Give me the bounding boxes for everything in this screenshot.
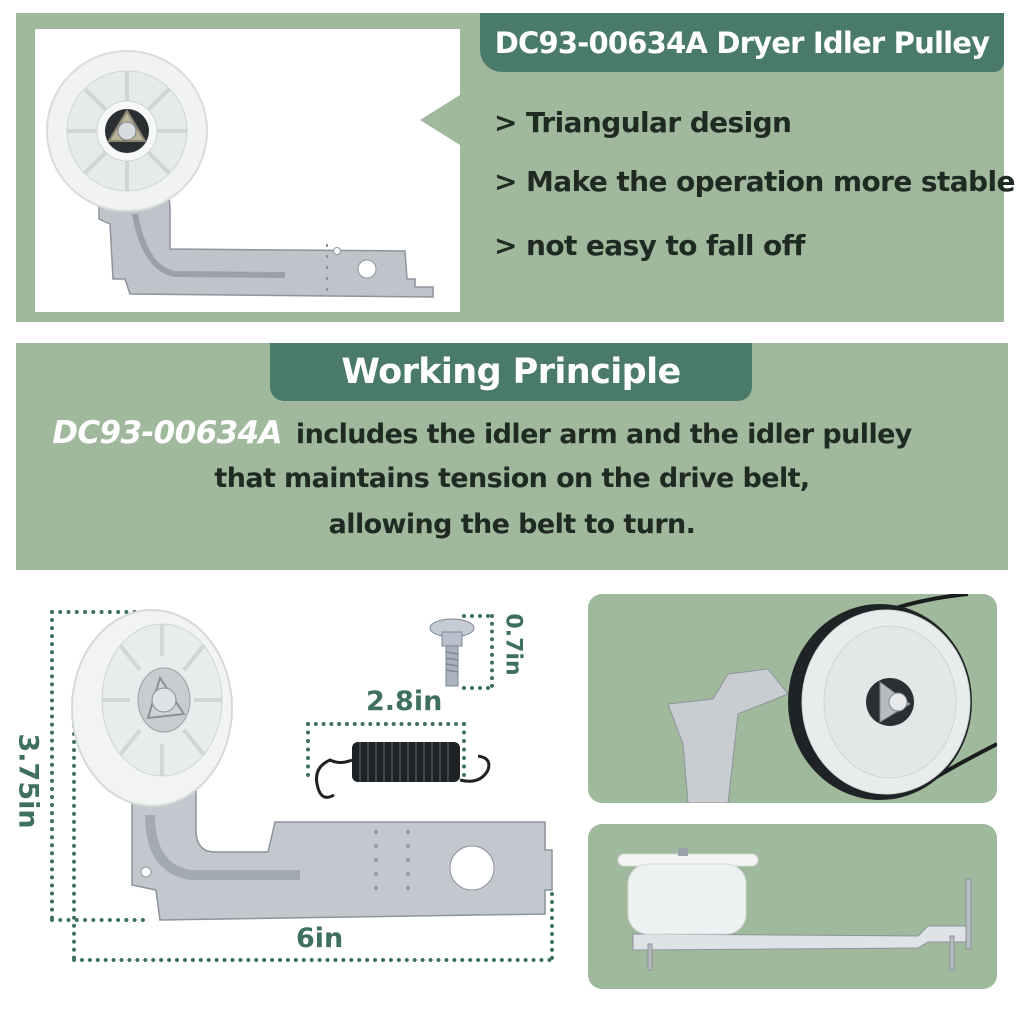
- dimension-guide: [550, 892, 554, 960]
- model-number: DC93-00634A: [52, 415, 282, 451]
- idler-pulley-dimensions-image: [71, 609, 553, 921]
- idler-pulley-with-belt-image: [667, 594, 997, 803]
- dimension-guide: [306, 722, 310, 777]
- working-principle-header: Working Principle: [270, 343, 752, 401]
- working-principle-section: Working Principle DC93-00634A includes th…: [16, 343, 1008, 570]
- idler-pulley-assembly-image: [46, 50, 434, 298]
- feature-item: > not easy to fall off: [494, 229, 805, 262]
- spring-dimension-line: [306, 722, 466, 726]
- dimension-guide: [462, 614, 490, 618]
- principle-text-1: includes the idler arm and the idler pul…: [295, 419, 912, 450]
- width-dimension-line: [72, 958, 552, 962]
- feature-item: > Make the operation more stable: [494, 165, 1015, 198]
- dimension-guide: [462, 722, 466, 777]
- width-label: 6in: [296, 923, 344, 954]
- principle-line-1: DC93-00634A includes the idler arm and th…: [16, 415, 1008, 451]
- dimension-guide: [462, 686, 490, 690]
- pulley-side-view-photo: [588, 824, 997, 989]
- product-title: DC93-00634A Dryer Idler Pulley: [494, 25, 990, 60]
- principle-line-3: allowing the belt to turn.: [328, 509, 696, 540]
- principle-line-2: that maintains tension on the drive belt…: [214, 463, 810, 494]
- dimension-guide: [50, 918, 145, 922]
- product-title-bar: DC93-00634A Dryer Idler Pulley: [480, 13, 1004, 72]
- pulley-with-belt-photo: [588, 594, 997, 803]
- screw-dimension-line: [490, 614, 494, 688]
- working-principle-title: Working Principle: [341, 352, 681, 392]
- feature-item: > Triangular design: [494, 106, 792, 139]
- height-dimension-line: [50, 610, 54, 920]
- dimension-guide: [50, 610, 145, 614]
- product-intro-panel: DC93-00634A Dryer Idler Pulley > Triangu…: [16, 13, 1015, 322]
- pointer-arrow: [420, 95, 460, 145]
- spring-length-label: 2.8in: [366, 686, 443, 717]
- dimension-diagram: 3.75in 6in 2.8in 0.7in: [0, 590, 580, 990]
- product-image-frame: [35, 29, 460, 312]
- idler-pulley-side-view-image: [617, 848, 972, 971]
- dimension-guide: [72, 700, 76, 960]
